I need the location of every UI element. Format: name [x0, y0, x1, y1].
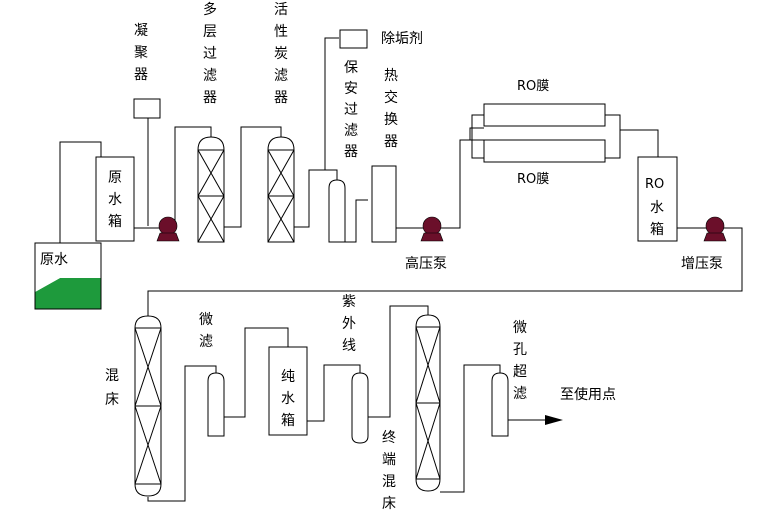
outflow-arrow-icon — [545, 415, 563, 425]
pure-water-tank — [268, 346, 308, 436]
label-ro-tank-rest: 水箱 — [650, 200, 664, 238]
label-multi-media-filter: 多层过滤器 — [203, 1, 217, 106]
raw-water-block — [34, 242, 102, 310]
label-mixed-bed: 混床 — [105, 368, 119, 408]
high-pressure-pump-icon — [420, 216, 444, 242]
heat-exchanger — [371, 165, 397, 243]
security-filter-vessel — [328, 179, 346, 243]
terminal-mixed-bed-vessel — [415, 314, 441, 492]
label-coagulant: 凝聚器 — [134, 23, 148, 83]
coagulant-dosing-box — [133, 98, 161, 119]
label-ro-tank-ro: RO — [645, 177, 664, 192]
label-high-pressure-pump: 高压泵 — [405, 255, 447, 272]
label-antiscalant: 除垢剂 — [381, 31, 423, 47]
label-uv: 紫外线 — [342, 294, 356, 354]
label-booster-pump: 增压泵 — [681, 256, 723, 272]
micro-filter-vessel — [207, 372, 225, 437]
label-raw-water: 原水 — [40, 252, 68, 268]
label-pure-water-tank: 纯水箱 — [281, 369, 295, 429]
raw-water-tank — [95, 156, 135, 242]
uv-sterilizer-vessel — [351, 372, 369, 444]
multi-media-filter-vessel — [197, 136, 225, 243]
pipe-lines-row1 — [59, 37, 743, 317]
micro-ultrafilter-vessel — [491, 372, 509, 437]
label-security-filter: 保安过滤器 — [344, 60, 358, 160]
label-activated-carbon-filter: 活性炭滤器 — [274, 2, 288, 106]
booster-pump-icon — [703, 216, 727, 242]
label-to-use-point: 至使用点 — [560, 386, 616, 403]
label-terminal-mixed-bed: 终端混床 — [382, 430, 396, 512]
label-micro-ultrafilter: 微孔超滤 — [513, 320, 527, 402]
mixed-bed-vessel — [134, 315, 162, 497]
ro-membrane-bottom — [483, 139, 606, 163]
activated-carbon-filter-vessel — [267, 136, 295, 243]
antiscalant-dosing-box — [339, 29, 368, 49]
ro-membrane-top — [483, 103, 606, 127]
label-raw-water-tank: 原水箱 — [108, 170, 122, 230]
label-ro-membrane-bottom: RO膜 — [517, 172, 549, 187]
feed-pump-icon — [156, 216, 180, 242]
label-ro-membrane-top: RO膜 — [517, 79, 549, 94]
ro-water-tank — [637, 156, 678, 242]
label-micro-filter: 微滤 — [199, 312, 213, 350]
pipe-lines-row2 — [147, 305, 563, 502]
label-heat-exchanger: 热交换器 — [384, 68, 398, 150]
